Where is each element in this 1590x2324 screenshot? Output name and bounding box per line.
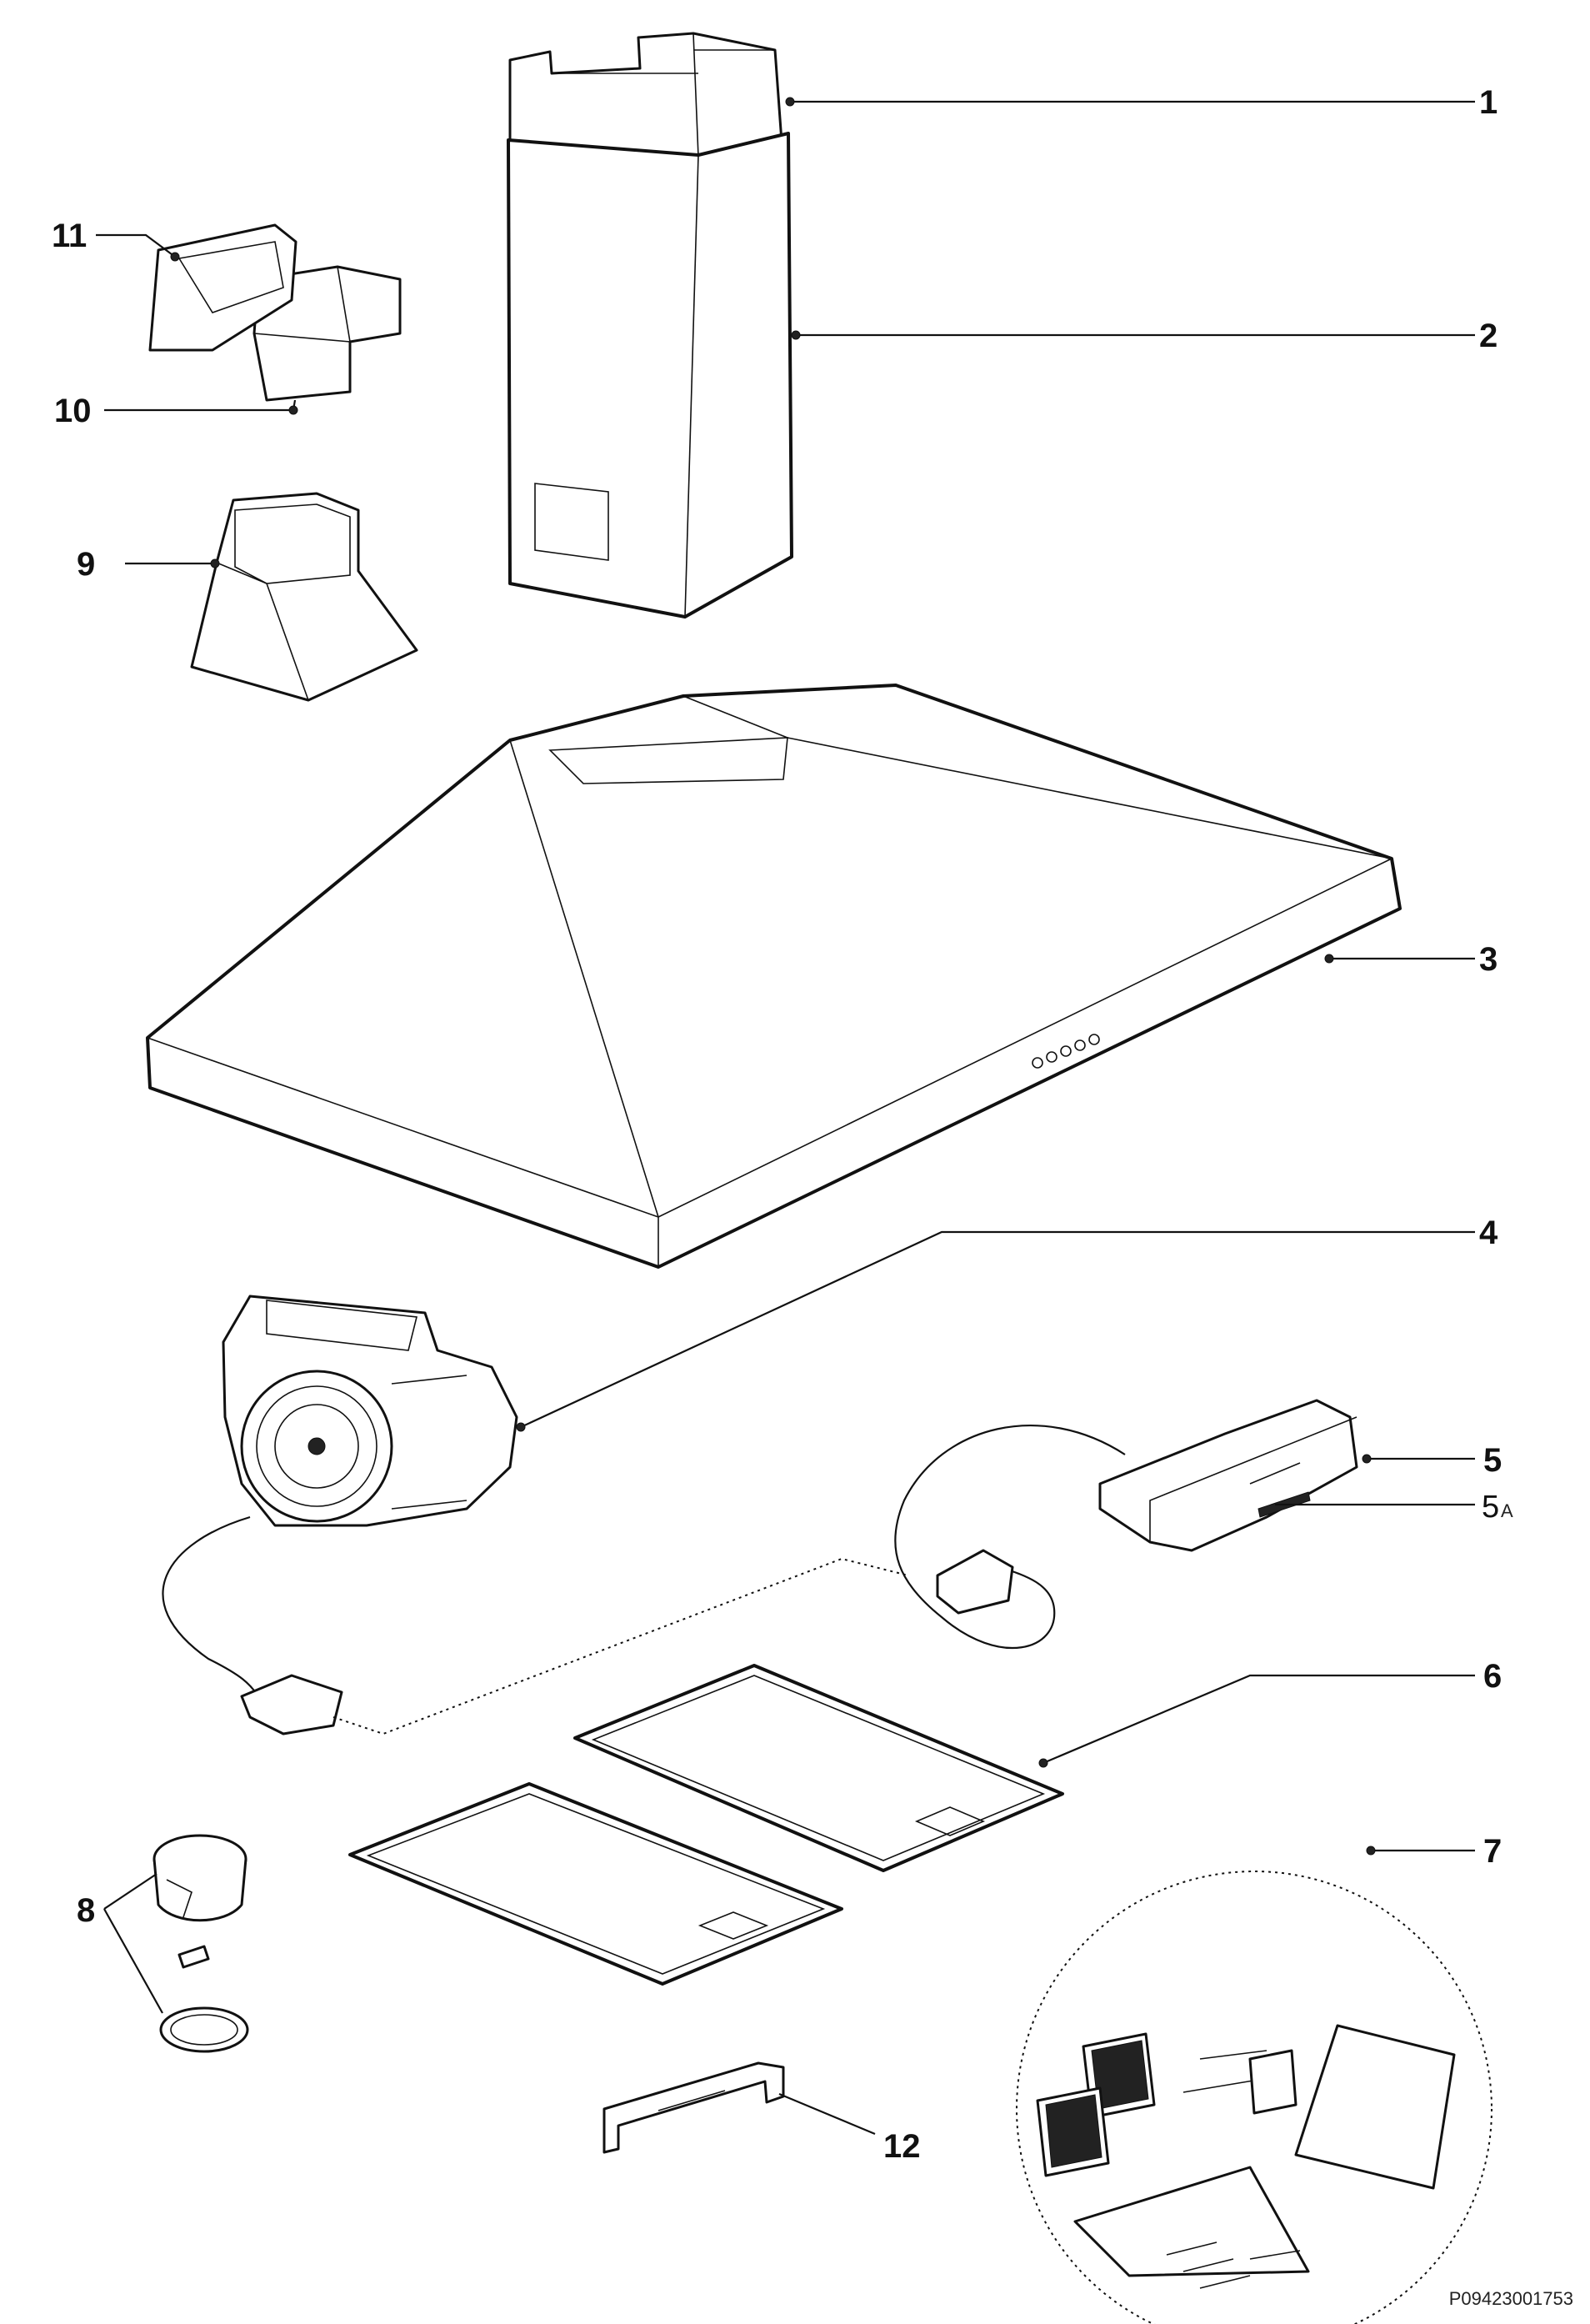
callout-5: 5 bbox=[1483, 1442, 1502, 1479]
callout-5a-suffix: A bbox=[1501, 1500, 1513, 1521]
callout-8: 8 bbox=[77, 1892, 95, 1929]
part-5-control-box bbox=[894, 1399, 1358, 1649]
part-6-grease-filters bbox=[348, 1664, 1064, 1986]
callout-7: 7 bbox=[1483, 1833, 1502, 1870]
drawing-code: P09423001753 bbox=[1449, 2288, 1573, 2309]
callout-9: 9 bbox=[77, 546, 95, 583]
callout-5a-number: 5 bbox=[1482, 1490, 1499, 1525]
part-9-air-outlet-adapter bbox=[190, 492, 418, 702]
part-1-upper-chimney bbox=[508, 32, 783, 158]
callout-1: 1 bbox=[1479, 84, 1498, 121]
part-11-duct-connector bbox=[148, 223, 298, 352]
part-3-hood-body bbox=[146, 684, 1402, 1269]
part-12-mounting-bracket bbox=[602, 2061, 785, 2154]
part-8-lamp-assembly bbox=[152, 1834, 249, 2053]
callout-12: 12 bbox=[883, 2128, 921, 2165]
part-4-fan-motor bbox=[162, 1295, 518, 1735]
part-2-lower-chimney bbox=[507, 132, 793, 619]
callout-2: 2 bbox=[1479, 318, 1498, 354]
callout-6: 6 bbox=[1483, 1658, 1502, 1695]
leader-lines bbox=[96, 97, 1475, 2136]
callout-labels: 1 2 3 4 5 5 A 6 7 8 9 10 11 12 bbox=[52, 84, 1513, 2165]
part-7-accessory-kit bbox=[1016, 1871, 1492, 2324]
callout-4: 4 bbox=[1479, 1215, 1498, 1251]
callout-3: 3 bbox=[1479, 941, 1498, 978]
callout-10: 10 bbox=[54, 393, 92, 429]
callout-11: 11 bbox=[52, 218, 87, 254]
